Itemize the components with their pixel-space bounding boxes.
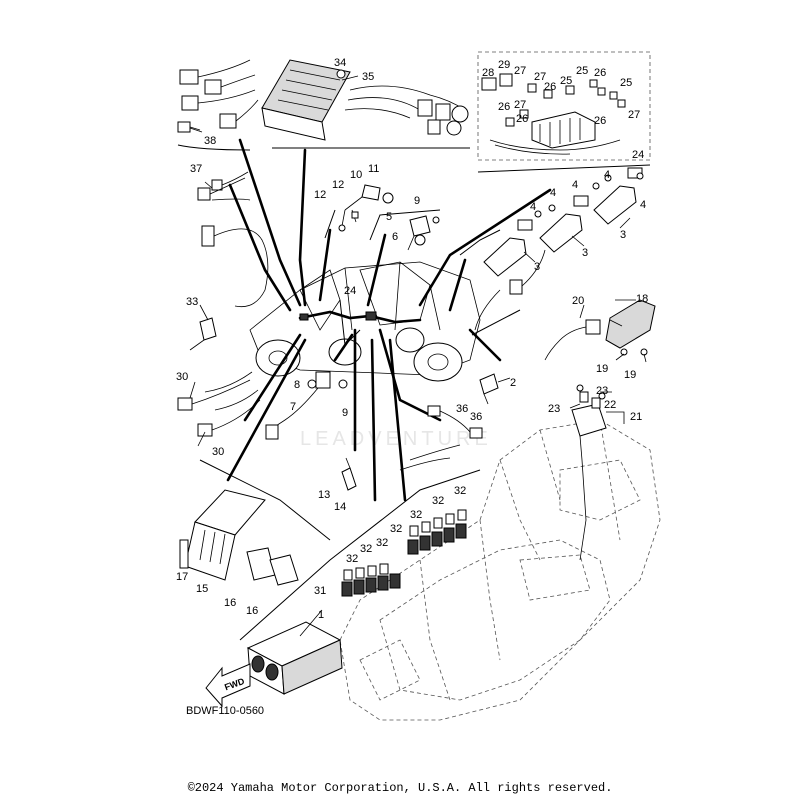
callout-24a: 24 <box>632 149 644 161</box>
callout-25b: 25 <box>560 75 572 87</box>
part-15-16-17-cover <box>179 489 299 586</box>
callout-21: 21 <box>630 411 642 423</box>
callout-37: 37 <box>190 163 202 175</box>
copyright-notice: ©2024 Yamaha Motor Corporation, U.S.A. A… <box>187 781 613 795</box>
callout-4c: 4 <box>572 179 578 191</box>
callout-leaders <box>189 75 647 637</box>
part-7-8-sensor <box>265 371 348 440</box>
callout-7: 7 <box>290 401 296 413</box>
watermark: LEADVENTURE <box>300 428 492 450</box>
callout-31: 31 <box>314 585 326 597</box>
callout-1: 1 <box>318 609 324 621</box>
callout-25c: 25 <box>620 77 632 89</box>
callout-26c: 26 <box>544 81 556 93</box>
callout-10: 10 <box>350 169 362 181</box>
callout-9b: 9 <box>342 407 348 419</box>
callout-19a: 19 <box>596 363 608 375</box>
callout-11: 11 <box>368 163 379 175</box>
callout-3b: 3 <box>582 247 588 259</box>
callout-6: 6 <box>392 231 398 243</box>
part-30-harness <box>177 371 261 437</box>
part-34-module <box>261 59 469 141</box>
callout-23a: 23 <box>596 385 608 397</box>
callout-22: 22 <box>604 399 616 411</box>
callout-32a: 32 <box>346 553 358 565</box>
callout-13: 13 <box>318 489 330 501</box>
callout-9a: 9 <box>414 195 420 207</box>
part-2-sensor <box>479 373 499 405</box>
callout-36b: 36 <box>470 411 482 423</box>
callout-26e: 26 <box>594 115 606 127</box>
part-37-sensor <box>197 171 251 201</box>
callout-numbers: 34 35 38 37 33 30 30 28 29 27 27 27 27 2… <box>176 57 648 717</box>
callout-32c: 32 <box>376 537 388 549</box>
part-13-14-sensor <box>341 457 357 491</box>
callout-32d: 32 <box>390 523 402 535</box>
callout-33: 33 <box>186 296 198 308</box>
part-32-relay-set <box>407 509 467 555</box>
callout-27c: 27 <box>514 99 526 111</box>
callout-34: 34 <box>334 57 346 69</box>
callout-24b: 24 <box>344 285 356 297</box>
callout-2: 2 <box>510 377 516 389</box>
part-10-11-12-sensor <box>338 184 394 232</box>
callout-32b: 32 <box>360 543 372 555</box>
part-36-connector <box>399 405 483 471</box>
callout-30a: 30 <box>176 371 188 383</box>
diagram-code: BDWF110-0560 <box>186 705 264 717</box>
vehicle-chassis <box>249 261 481 382</box>
part-38-wire-harness <box>177 59 259 133</box>
callout-29: 29 <box>498 59 510 71</box>
callout-35: 35 <box>362 71 374 83</box>
callout-32f: 32 <box>432 495 444 507</box>
callout-4d: 4 <box>604 169 610 181</box>
callout-3c: 3 <box>620 229 626 241</box>
callout-36a: 36 <box>456 403 468 415</box>
part-31-relay-set <box>341 563 401 597</box>
callout-38: 38 <box>204 135 216 147</box>
callout-4b: 4 <box>550 187 556 199</box>
callout-4e: 4 <box>640 199 646 211</box>
callout-23b: 23 <box>548 403 560 415</box>
leader-lines <box>226 138 552 502</box>
section-brackets <box>177 51 651 641</box>
callout-26d: 26 <box>594 67 606 79</box>
callout-8: 8 <box>294 379 300 391</box>
callout-14: 14 <box>334 501 346 513</box>
callout-3a: 3 <box>534 261 540 273</box>
part-18-module <box>544 299 656 361</box>
callout-16a: 16 <box>224 597 236 609</box>
callout-19b: 19 <box>624 369 636 381</box>
callout-5: 5 <box>386 211 392 223</box>
callout-32g: 32 <box>454 485 466 497</box>
callout-26a: 26 <box>498 101 510 113</box>
part-33-sensor <box>189 225 269 351</box>
callout-12a: 12 <box>332 179 344 191</box>
callout-26b: 26 <box>516 113 528 125</box>
callout-27d: 27 <box>628 109 640 121</box>
part-3-injector <box>474 167 644 331</box>
callout-17: 17 <box>176 571 188 583</box>
part-1-ecu <box>246 621 343 695</box>
fwd-arrow-icon: FWD <box>205 663 251 708</box>
callout-20: 20 <box>572 295 584 307</box>
callout-15: 15 <box>196 583 208 595</box>
part-21-relay <box>571 384 607 561</box>
part-5-6-9-sensor <box>407 215 440 251</box>
callout-18: 18 <box>636 293 648 305</box>
callout-27a: 27 <box>514 65 526 77</box>
part-24-fuse-box <box>481 73 626 155</box>
callout-30b: 30 <box>212 446 224 458</box>
callout-25a: 25 <box>576 65 588 77</box>
callout-12b: 12 <box>314 189 326 201</box>
callout-16b: 16 <box>246 605 258 617</box>
callout-32e: 32 <box>410 509 422 521</box>
callout-27b: 27 <box>534 71 546 83</box>
callout-28: 28 <box>482 67 494 79</box>
callout-4a: 4 <box>530 201 536 213</box>
